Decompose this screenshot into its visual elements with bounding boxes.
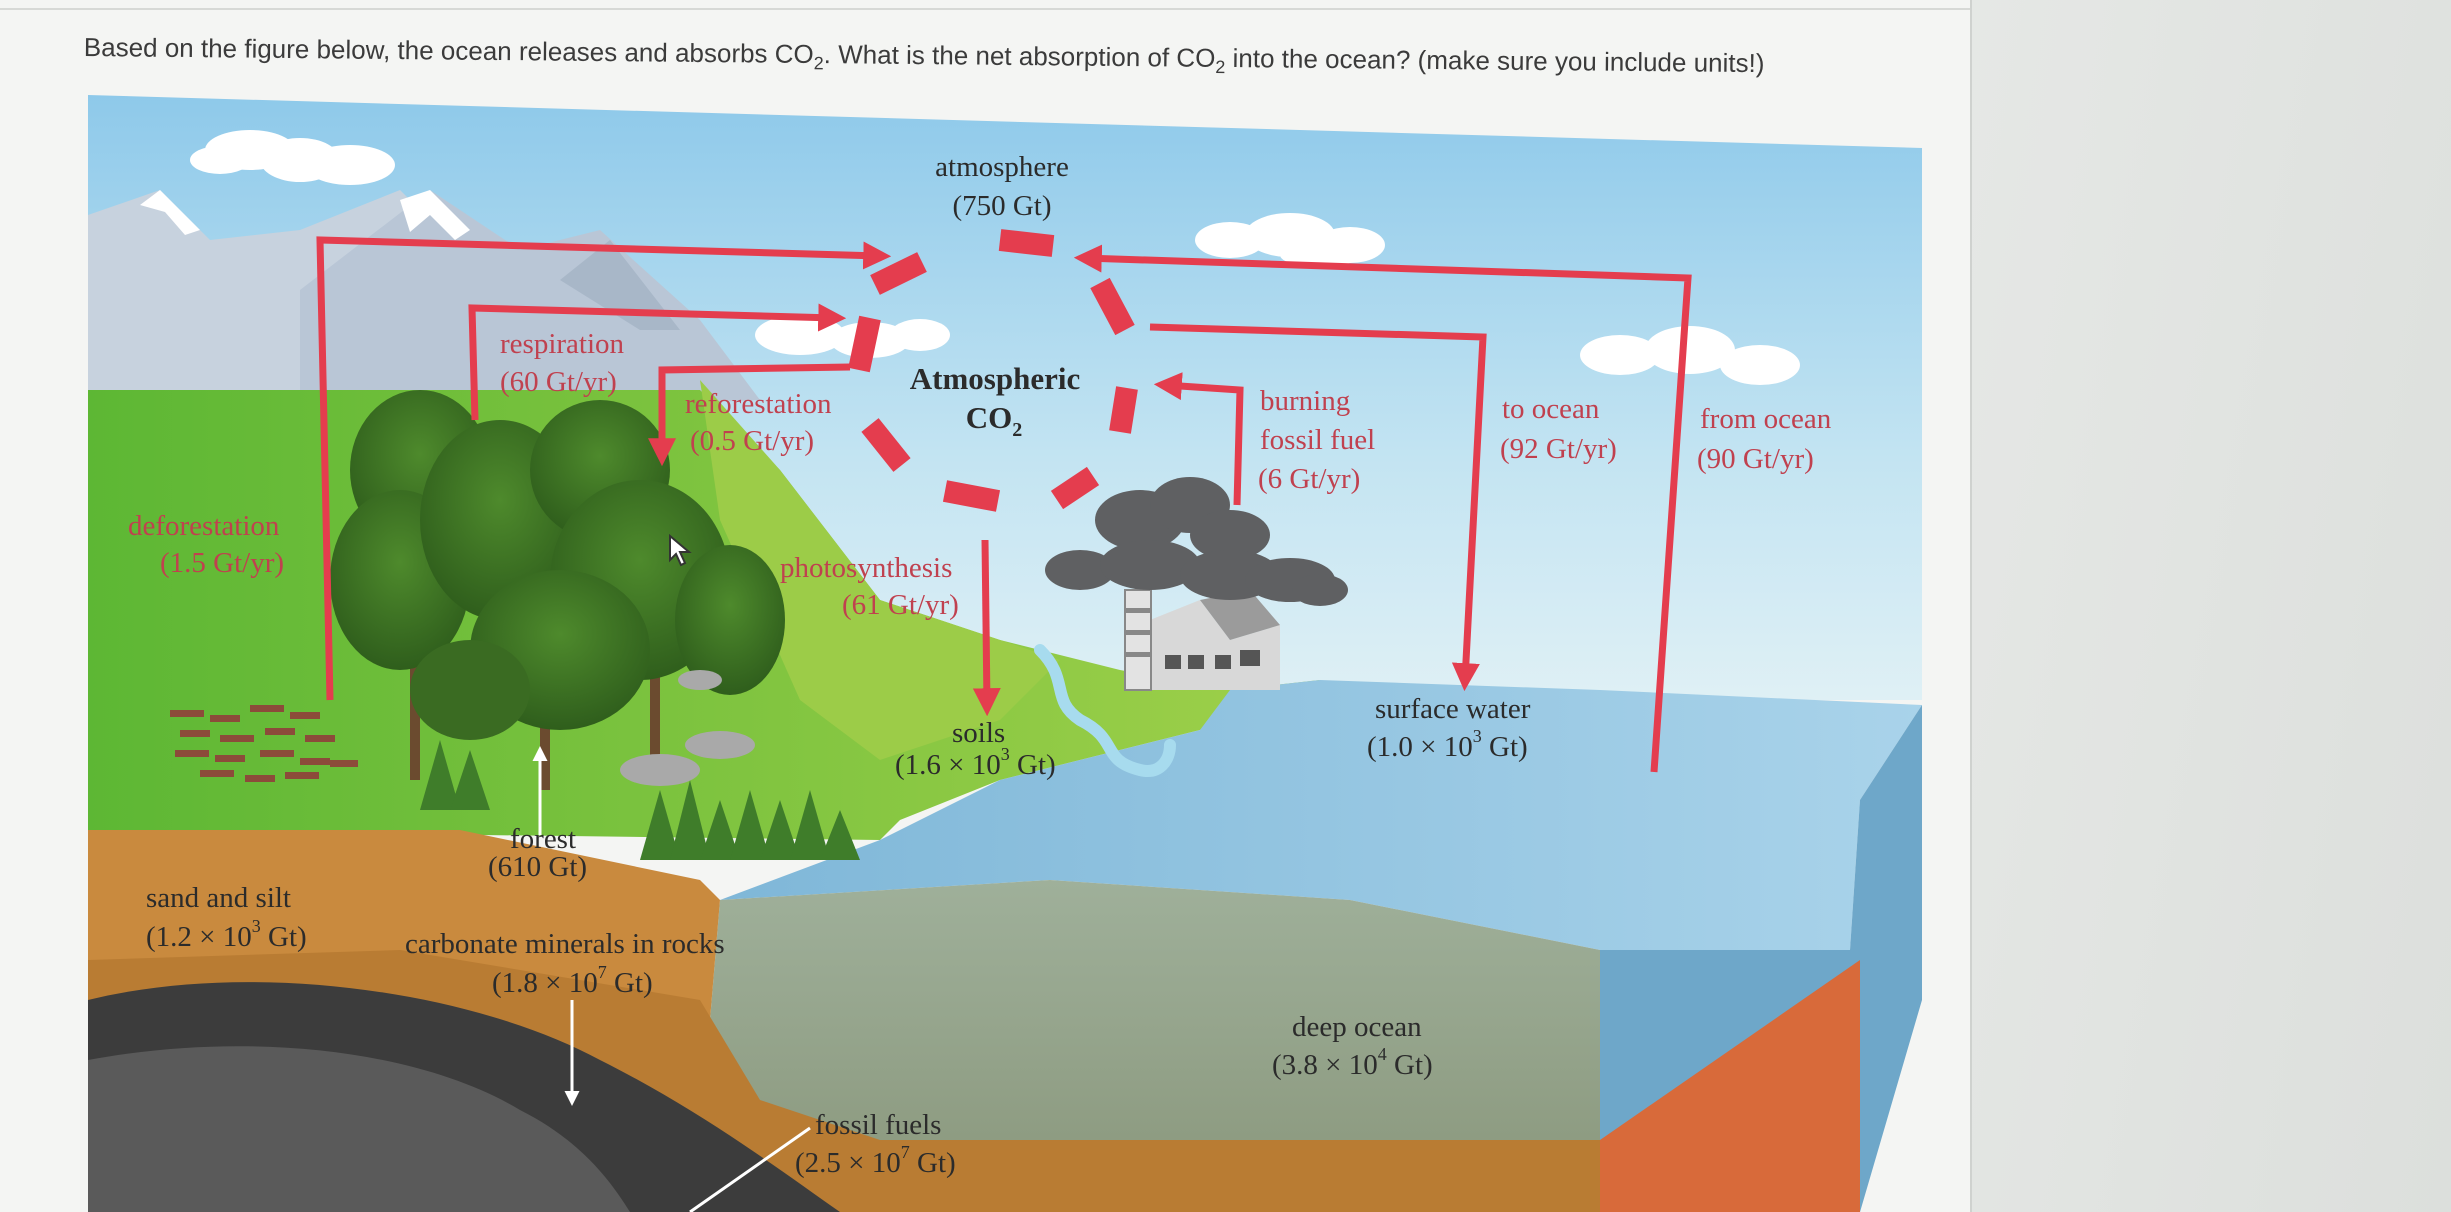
hill-slope — [700, 380, 1060, 760]
respiration-label: respiration — [500, 328, 625, 360]
to-ocean-rate: (92 Gt/yr) — [1500, 433, 1617, 465]
atmospheric-co2-title: Atmospheric — [910, 361, 1080, 396]
burning-arrow — [1153, 372, 1244, 506]
from-ocean-rate: (90 Gt/yr) — [1697, 443, 1814, 475]
fossil-fuels-amount: (2.5 × 107 Gt) — [795, 1142, 956, 1179]
sand-silt-amount: (1.2 × 103 Gt) — [146, 916, 307, 953]
deforestation-label: deforestation — [128, 510, 280, 542]
burning-label-line1: burning — [1260, 385, 1350, 417]
smoke — [1045, 477, 1348, 606]
surface-water-amount: (1.0 × 103 Gt) — [1367, 726, 1528, 763]
mountains — [88, 190, 760, 420]
photosynthesis-label: photosynthesis — [780, 552, 952, 584]
surface-ocean — [720, 680, 1922, 950]
reforestation-rate: (0.5 Gt/yr) — [690, 425, 814, 457]
burning-label-line2: fossil fuel — [1260, 424, 1375, 456]
reservoir-arrows — [532, 746, 811, 1212]
soils-label: soils — [952, 717, 1005, 749]
carbonate-amount: (1.8 × 107 Gt) — [492, 962, 653, 999]
mouse-cursor-icon — [669, 534, 692, 567]
photosynthesis-arrow — [972, 539, 1001, 717]
forest-label: forest — [510, 823, 576, 855]
factory — [1124, 589, 1280, 691]
reforestation-label: reforestation — [685, 388, 832, 420]
rocks — [620, 670, 755, 786]
deforestation-arrow — [316, 236, 892, 701]
atmospheric-co2-ring — [848, 229, 1138, 512]
fossil-fuels-label: fossil fuels — [815, 1109, 941, 1141]
reforestation-arrow — [648, 363, 851, 467]
earth-side — [1600, 960, 1860, 1212]
from-ocean-arrow — [1073, 244, 1692, 773]
to-ocean-arrow — [1149, 323, 1487, 692]
respiration-arrow — [468, 303, 847, 421]
sand-silt-label: sand and silt — [146, 882, 291, 914]
forest-trees — [330, 390, 785, 790]
flow-arrows — [316, 236, 1692, 773]
forest-amount: (610 Gt) — [488, 851, 587, 883]
surface-water-label: surface water — [1375, 693, 1531, 725]
photosynthesis-rate: (61 Gt/yr) — [842, 589, 959, 621]
clouds — [190, 130, 1800, 385]
deep-ocean — [700, 880, 1600, 1140]
to-ocean-label: to ocean — [1502, 393, 1600, 425]
atmospheric-co2-formula: CO2 — [966, 400, 1023, 441]
cut-logs — [170, 705, 358, 782]
atmosphere-label: atmosphere — [935, 151, 1069, 183]
deep-ocean-label: deep ocean — [1292, 1011, 1422, 1043]
top-divider — [0, 8, 1970, 10]
atmosphere-amount: (750 Gt) — [952, 190, 1051, 222]
soils-amount: (1.6 × 103 Gt) — [895, 744, 1056, 781]
deforestation-rate: (1.5 Gt/yr) — [160, 547, 284, 579]
deep-ocean-amount: (3.8 × 104 Gt) — [1272, 1044, 1433, 1081]
from-ocean-label: from ocean — [1700, 403, 1832, 435]
river — [1034, 644, 1176, 777]
shrubs — [420, 740, 860, 860]
burning-rate: (6 Gt/yr) — [1258, 463, 1360, 495]
carbonate-label: carbonate minerals in rocks — [405, 928, 725, 960]
respiration-rate: (60 Gt/yr) — [500, 366, 617, 398]
